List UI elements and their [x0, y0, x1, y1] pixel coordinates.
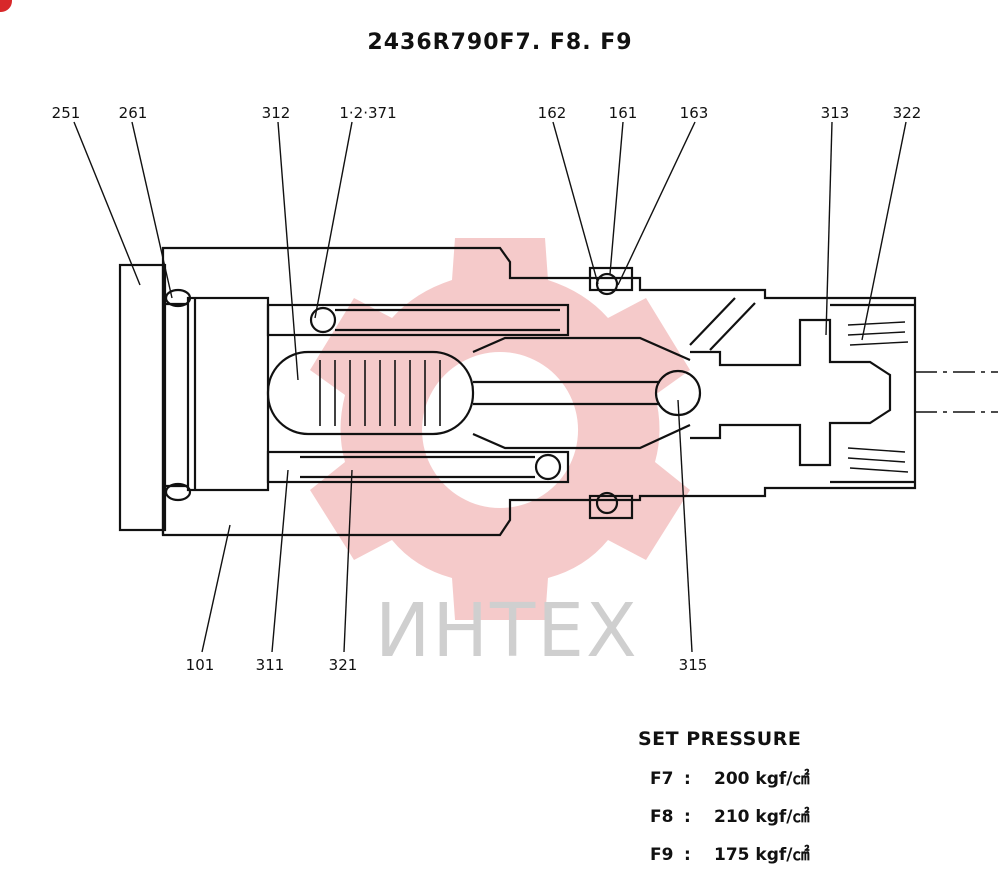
pressure-row-f8: F8: 210 kgf/㎠ — [650, 802, 809, 840]
pressure-row-f7: F7: 200 kgf/㎠ — [650, 764, 809, 802]
ball-lower — [534, 453, 562, 481]
pressure-value: 200 kgf/㎠ — [714, 769, 810, 789]
pressure-value: 210 kgf/㎠ — [714, 807, 810, 827]
leader-lines — [73, 121, 907, 653]
part-label-251: 251 — [51, 104, 81, 122]
part-label-161: 161 — [608, 104, 638, 122]
piston-block — [186, 296, 270, 492]
part-label-311: 311 — [255, 656, 285, 674]
body-outline — [161, 246, 917, 537]
part-label-261: 261 — [118, 104, 148, 122]
set-pressure-table: SET PRESSURE F7: 200 kgf/㎠ F8: 210 kgf/㎠ F… — [638, 728, 809, 878]
seat-ball-315 — [654, 369, 702, 417]
part-label-312: 312 — [261, 104, 291, 122]
part-label-315: 315 — [678, 656, 708, 674]
pressure-code: F8 — [650, 807, 674, 827]
pressure-sep: : — [684, 807, 691, 827]
part-label-163: 163 — [679, 104, 709, 122]
plug-thread-top — [847, 321, 909, 346]
spring-chamber-lower — [266, 450, 570, 484]
part-label-162: 162 — [537, 104, 567, 122]
part-label-321: 321 — [328, 656, 358, 674]
pressure-sep: : — [684, 845, 691, 865]
o-ring-bottom — [164, 482, 192, 502]
part-label-371: 1·2·371 — [339, 104, 397, 122]
end-cap — [118, 263, 167, 532]
spring-coils — [319, 360, 441, 426]
pressure-row-f9: F9: 175 kgf/㎠ — [650, 840, 809, 878]
pressure-code: F7 — [650, 769, 674, 789]
o-ring-161-top — [595, 272, 619, 296]
drawing-title: 2436R790F7. F8. F9 — [367, 30, 633, 55]
watermark-text: ИНТЕХ — [375, 588, 639, 674]
set-pressure-heading: SET PRESSURE — [638, 728, 802, 750]
plug-thread-bottom — [847, 447, 909, 473]
pressure-sep: : — [684, 769, 691, 789]
pressure-code: F9 — [650, 845, 674, 865]
ball-upper — [309, 306, 337, 334]
pressure-value: 175 kgf/㎠ — [714, 845, 810, 865]
part-label-313: 313 — [820, 104, 850, 122]
part-label-101: 101 — [185, 656, 215, 674]
poppet-312 — [266, 350, 475, 436]
spring-chamber-upper — [266, 303, 570, 337]
o-ring-161-bottom — [595, 491, 619, 515]
o-ring-top — [164, 288, 192, 308]
part-label-322: 322 — [892, 104, 922, 122]
